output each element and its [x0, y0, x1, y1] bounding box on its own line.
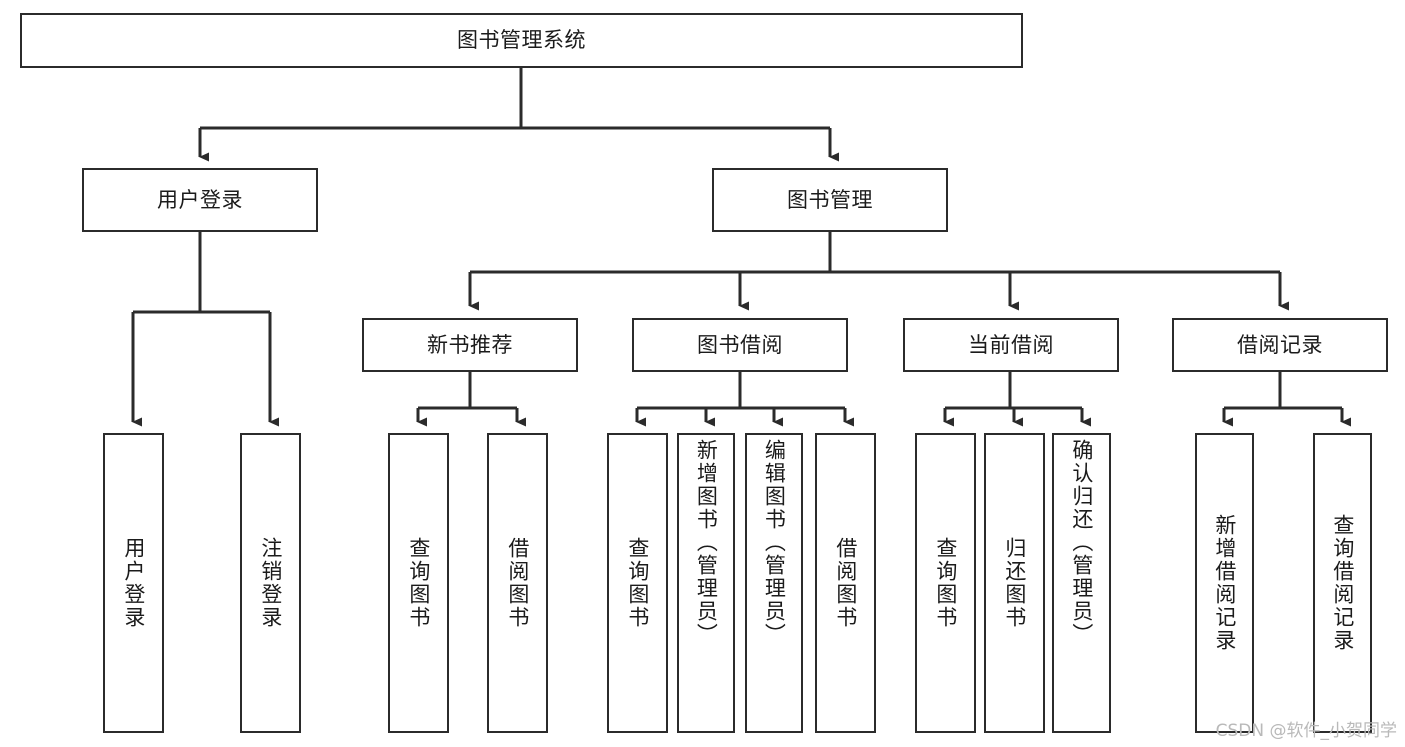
- leaf-record-add-record[interactable]: 新增借阅记录: [1195, 433, 1254, 733]
- leaf-recommend-borrow-book-label: 借阅图书: [505, 537, 530, 629]
- leaf-user-login-login[interactable]: 用户登录: [103, 433, 164, 733]
- node-new-book-recommend[interactable]: 新书推荐: [362, 318, 578, 372]
- node-user-login-label: 用户登录: [157, 187, 243, 212]
- leaf-user-login-logout-label: 注销登录: [258, 537, 283, 629]
- leaf-current-return-book[interactable]: 归还图书: [984, 433, 1045, 733]
- node-user-login[interactable]: 用户登录: [82, 168, 318, 232]
- leaf-current-query-book-label: 查询图书: [933, 537, 958, 629]
- leaf-current-query-book[interactable]: 查询图书: [915, 433, 976, 733]
- node-current-borrow[interactable]: 当前借阅: [903, 318, 1119, 372]
- leaf-borrow-add-book-admin[interactable]: 新增图书（管理员）: [677, 433, 735, 733]
- leaf-user-login-logout[interactable]: 注销登录: [240, 433, 301, 733]
- node-borrow-record[interactable]: 借阅记录: [1172, 318, 1388, 372]
- leaf-record-query-record[interactable]: 查询借阅记录: [1313, 433, 1372, 733]
- leaf-borrow-add-book-admin-label: 新增图书（管理员）: [694, 439, 719, 646]
- leaf-user-login-login-label: 用户登录: [121, 537, 146, 629]
- leaf-record-query-record-label: 查询借阅记录: [1330, 514, 1355, 652]
- leaf-recommend-query-book[interactable]: 查询图书: [388, 433, 449, 733]
- leaf-borrow-edit-book-admin-label: 编辑图书（管理员）: [762, 439, 787, 646]
- leaf-recommend-query-book-label: 查询图书: [406, 537, 431, 629]
- leaf-current-confirm-return-admin[interactable]: 确认归还（管理员）: [1052, 433, 1111, 733]
- leaf-borrow-edit-book-admin[interactable]: 编辑图书（管理员）: [745, 433, 803, 733]
- node-borrow-record-label: 借阅记录: [1237, 332, 1323, 357]
- watermark-text: CSDN @软件_小贺同学: [1215, 721, 1397, 741]
- node-book-borrow[interactable]: 图书借阅: [632, 318, 848, 372]
- leaf-borrow-query-book-label: 查询图书: [625, 537, 650, 629]
- node-new-book-recommend-label: 新书推荐: [427, 332, 513, 357]
- node-book-borrow-label: 图书借阅: [697, 332, 783, 357]
- leaf-current-confirm-return-admin-label: 确认归还（管理员）: [1069, 439, 1094, 646]
- leaf-record-add-record-label: 新增借阅记录: [1212, 514, 1237, 652]
- leaf-current-return-book-label: 归还图书: [1002, 537, 1027, 629]
- leaf-borrow-query-book[interactable]: 查询图书: [607, 433, 668, 733]
- node-book-management[interactable]: 图书管理: [712, 168, 948, 232]
- node-root-system[interactable]: 图书管理系统: [20, 13, 1023, 68]
- leaf-recommend-borrow-book[interactable]: 借阅图书: [487, 433, 548, 733]
- node-current-borrow-label: 当前借阅: [968, 332, 1054, 357]
- node-book-management-label: 图书管理: [787, 187, 873, 212]
- node-root-system-label: 图书管理系统: [457, 28, 586, 53]
- leaf-borrow-borrow-book-label: 借阅图书: [833, 537, 858, 629]
- leaf-borrow-borrow-book[interactable]: 借阅图书: [815, 433, 876, 733]
